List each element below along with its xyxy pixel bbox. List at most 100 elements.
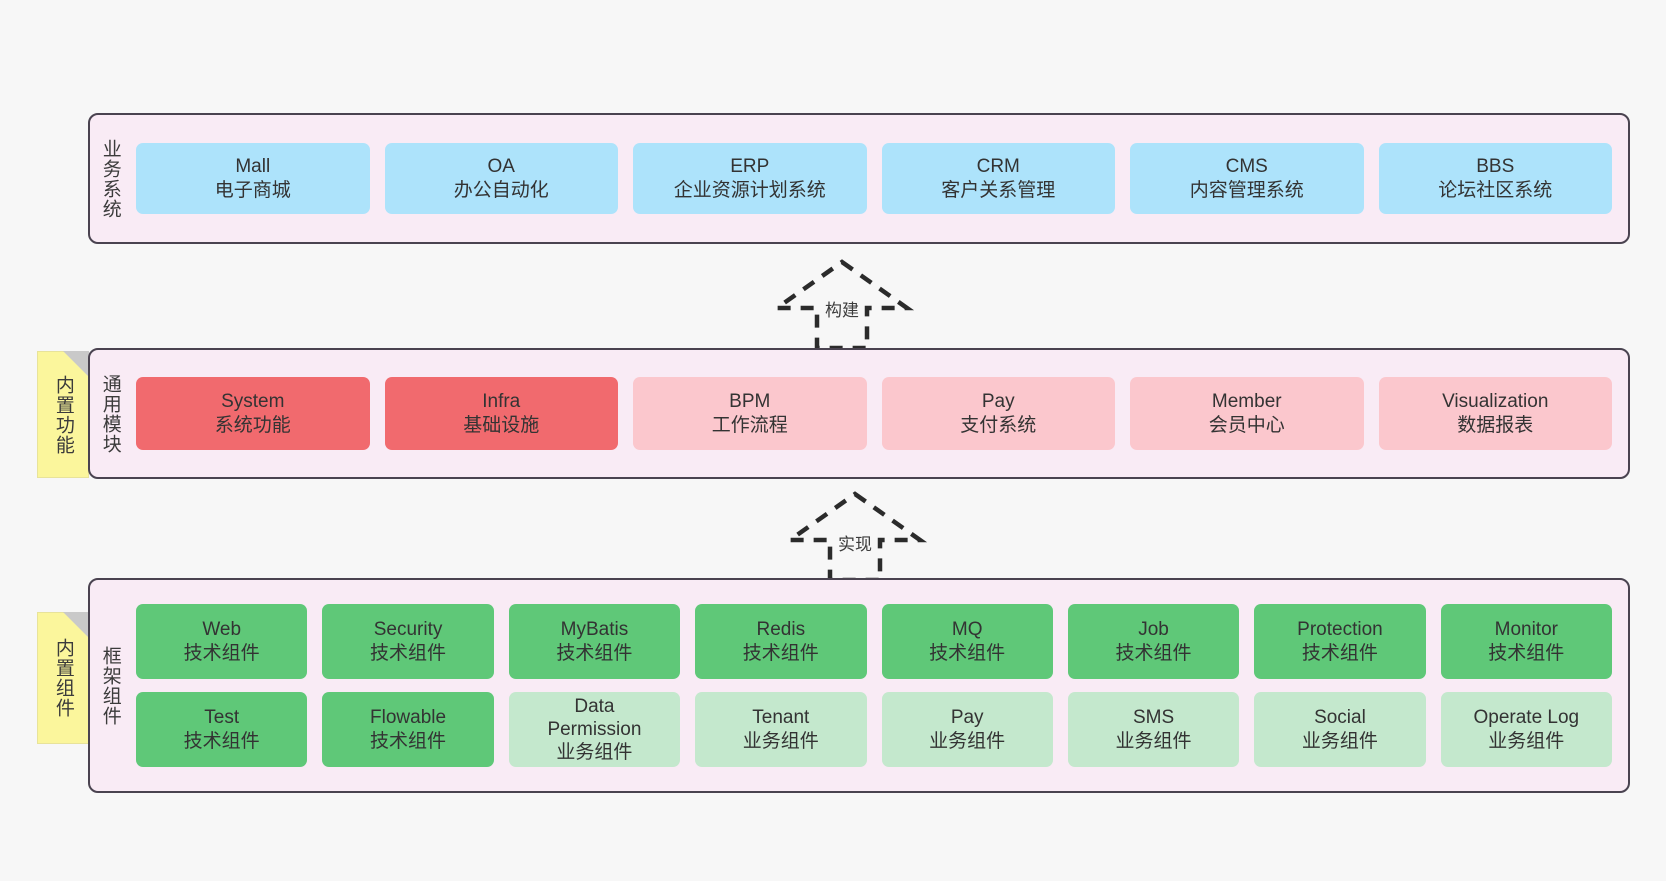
node-subtitle: 客户关系管理 (941, 179, 1056, 201)
node-title: ERP (730, 156, 770, 178)
node-title: Social (1314, 707, 1366, 729)
node-cms[interactable]: CMS 内容管理系统 (1130, 143, 1364, 214)
node-subtitle: 技术组件 (370, 642, 447, 664)
node-system[interactable]: System 系统功能 (136, 377, 370, 450)
node-flowable[interactable]: Flowable 技术组件 (322, 692, 494, 767)
node-redis[interactable]: Redis 技术组件 (695, 604, 867, 679)
node-title: Web (202, 619, 242, 641)
layer-common-modules: 通用模块 System 系统功能 Infra 基础设施 BPM 工作流程 Pay… (88, 348, 1630, 479)
node-title: Redis (756, 619, 806, 641)
node-mybatis[interactable]: MyBatis 技术组件 (508, 604, 681, 679)
node-infra[interactable]: Infra 基础设施 (384, 377, 618, 450)
node-subtitle: 技术组件 (1115, 642, 1192, 664)
node-subtitle: 业务组件 (929, 730, 1006, 752)
node-title: Monitor (1494, 619, 1558, 641)
node-subtitle: 技术组件 (183, 730, 260, 752)
node-operate-log[interactable]: Operate Log 业务组件 (1440, 692, 1612, 767)
node-title: MQ (951, 619, 983, 641)
sticky-note-label: 内置功能 (52, 374, 74, 455)
node-title: Pay (950, 707, 984, 729)
node-pay-component[interactable]: Pay 业务组件 (881, 692, 1053, 767)
node-visualization[interactable]: Visualization 数据报表 (1378, 377, 1612, 450)
node-subtitle: 工作流程 (711, 414, 788, 436)
node-test[interactable]: Test 技术组件 (136, 692, 308, 767)
node-subtitle: 内容管理系统 (1189, 179, 1304, 201)
connector-implement: 实现 (770, 488, 940, 584)
node-oa[interactable]: OA 办公自动化 (384, 143, 618, 214)
layer-title-common: 通用模块 (99, 373, 121, 454)
node-subtitle: 技术组件 (370, 730, 447, 752)
node-crm[interactable]: CRM 客户关系管理 (881, 143, 1115, 214)
layer-body-framework: Web 技术组件 Security 技术组件 MyBatis 技术组件 Redi… (130, 580, 1628, 791)
node-subtitle: 技术组件 (929, 642, 1006, 664)
node-job[interactable]: Job 技术组件 (1067, 604, 1240, 679)
node-subtitle: 电子商城 (214, 179, 291, 201)
node-title: BPM (729, 391, 771, 413)
node-title: Pay (981, 391, 1015, 413)
node-subtitle: 业务组件 (556, 742, 633, 764)
node-title: System (221, 391, 285, 413)
node-title: Data Permission (547, 695, 642, 740)
node-title: MyBatis (560, 619, 629, 641)
layer-row: Mall 电子商城 OA 办公自动化 ERP 企业资源计划系统 CRM 客户关系… (136, 143, 1612, 214)
node-subtitle: 论坛社区系统 (1438, 179, 1553, 201)
node-subtitle: 业务组件 (1488, 730, 1565, 752)
node-data-permission[interactable]: Data Permission 业务组件 (508, 692, 681, 767)
node-title: CMS (1225, 156, 1268, 178)
node-title: Security (373, 619, 443, 641)
node-title: Operate Log (1473, 707, 1580, 729)
node-title: Member (1211, 391, 1282, 413)
node-title: Infra (482, 391, 521, 413)
node-security[interactable]: Security 技术组件 (322, 604, 494, 679)
node-title: Test (204, 707, 240, 729)
layer-row: System 系统功能 Infra 基础设施 BPM 工作流程 Pay 支付系统… (136, 377, 1612, 450)
node-tenant[interactable]: Tenant 业务组件 (695, 692, 867, 767)
node-title: OA (487, 156, 515, 178)
node-subtitle: 业务组件 (742, 730, 819, 752)
node-bpm[interactable]: BPM 工作流程 (633, 377, 867, 450)
node-subtitle: 支付系统 (960, 414, 1037, 436)
node-subtitle: 业务组件 (1301, 730, 1378, 752)
node-title: BBS (1476, 156, 1515, 178)
node-title: Tenant (752, 707, 810, 729)
layer-title-business: 业务系统 (99, 138, 121, 219)
node-subtitle: 企业资源计划系统 (673, 179, 826, 201)
node-subtitle: 基础设施 (463, 414, 540, 436)
node-subtitle: 技术组件 (556, 642, 633, 664)
layer-framework-components: 框架组件 Web 技术组件 Security 技术组件 MyBatis 技术组件… (88, 578, 1630, 793)
layer-title-framework: 框架组件 (99, 645, 121, 726)
node-protection[interactable]: Protection 技术组件 (1254, 604, 1426, 679)
node-member[interactable]: Member 会员中心 (1130, 377, 1364, 450)
node-social[interactable]: Social 业务组件 (1254, 692, 1426, 767)
node-erp[interactable]: ERP 企业资源计划系统 (633, 143, 867, 214)
node-subtitle: 会员中心 (1208, 414, 1285, 436)
layer-business-systems: 业务系统 Mall 电子商城 OA 办公自动化 ERP 企业资源计划系统 CRM… (88, 113, 1630, 244)
node-subtitle: 数据报表 (1457, 414, 1534, 436)
node-subtitle: 技术组件 (742, 642, 819, 664)
node-web[interactable]: Web 技术组件 (136, 604, 308, 679)
connector-build-label: 构建 (825, 301, 859, 320)
layer-row: Test 技术组件 Flowable 技术组件 Data Permission … (136, 692, 1612, 767)
sticky-note-builtin-features: 内置功能 (37, 351, 89, 478)
connector-implement-label: 实现 (838, 535, 872, 554)
node-title: Flowable (370, 707, 447, 729)
node-monitor[interactable]: Monitor 技术组件 (1440, 604, 1612, 679)
node-title: SMS (1132, 707, 1175, 729)
node-subtitle: 技术组件 (183, 642, 260, 664)
node-subtitle: 技术组件 (1301, 642, 1378, 664)
node-title: CRM (976, 156, 1020, 178)
node-subtitle: 技术组件 (1488, 642, 1565, 664)
node-sms[interactable]: SMS 业务组件 (1067, 692, 1240, 767)
node-subtitle: 系统功能 (214, 414, 291, 436)
sticky-note-label: 内置组件 (52, 638, 74, 718)
node-title: Job (1138, 619, 1169, 641)
node-mq[interactable]: MQ 技术组件 (881, 604, 1053, 679)
layer-row: Web 技术组件 Security 技术组件 MyBatis 技术组件 Redi… (136, 604, 1612, 679)
node-title: Protection (1297, 619, 1383, 641)
layer-body-common: System 系统功能 Infra 基础设施 BPM 工作流程 Pay 支付系统… (130, 350, 1628, 477)
node-mall[interactable]: Mall 电子商城 (136, 143, 370, 214)
node-bbs[interactable]: BBS 论坛社区系统 (1378, 143, 1612, 214)
node-pay[interactable]: Pay 支付系统 (881, 377, 1115, 450)
sticky-note-builtin-components: 内置组件 (37, 612, 89, 744)
